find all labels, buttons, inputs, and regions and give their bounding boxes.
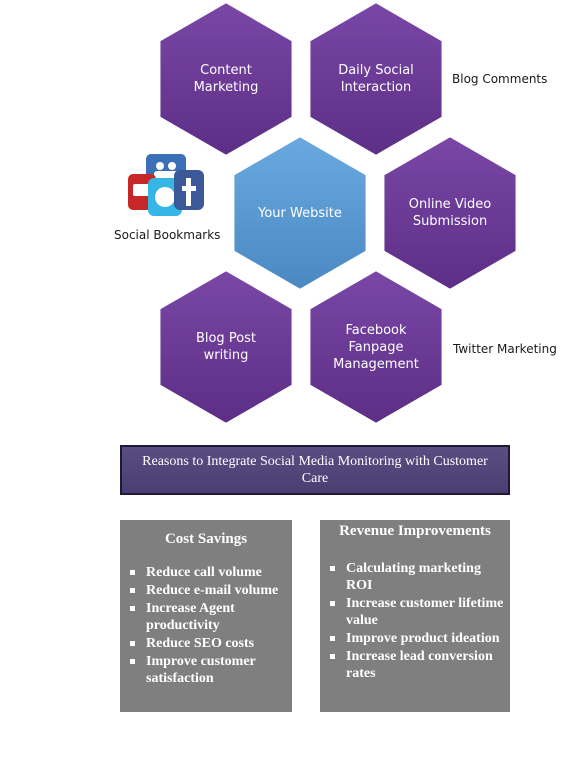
- revenue-improvements-list: Calculating marketing ROI Increase custo…: [326, 560, 504, 682]
- list-item: Improve customer satisfaction: [126, 653, 286, 687]
- cost-savings-list: Reduce call volume Reduce e-mail volume …: [126, 564, 286, 687]
- list-item: Reduce SEO costs: [126, 635, 286, 652]
- hexagon-your-website: [230, 132, 370, 294]
- list-item: Increase customer lifetime value: [326, 595, 504, 629]
- hexagon-label-daily-social: Daily Social Interaction: [338, 63, 414, 95]
- hexagon-facebook-fanpage: [306, 266, 446, 428]
- social-bookmarks-label: Social Bookmarks: [114, 228, 221, 242]
- hexagon-content-marketing: [156, 0, 296, 160]
- hexagon-label-content-marketing: Content Marketing: [193, 63, 259, 95]
- hexagon-label-online-video: Online Video Submission: [408, 197, 492, 229]
- hexagon-blog-post: [156, 266, 296, 428]
- hexagon-online-video: [380, 132, 520, 294]
- list-item: Reduce call volume: [126, 564, 286, 581]
- list-item: Calculating marketing ROI: [326, 560, 504, 594]
- list-item: Reduce e-mail volume: [126, 582, 286, 599]
- list-item: Increase lead conversion rates: [326, 648, 504, 682]
- integration-banner: Reasons to Integrate Social Media Monito…: [120, 445, 510, 495]
- cost-savings-title: Cost Savings: [164, 531, 248, 547]
- revenue-improvements-title: Revenue Improvements: [339, 523, 491, 539]
- hexagon-daily-social: [306, 0, 446, 160]
- social-bookmarks-icon: [128, 154, 204, 216]
- hexagon-label-facebook-fanpage: Facebook Fanpage Management: [333, 322, 419, 372]
- hexagon-diagram: [156, 0, 520, 428]
- list-item: Increase Agent productivity: [126, 600, 286, 634]
- hexagon-label-your-website: Your Website: [258, 205, 342, 221]
- hexagon-label-blog-post: Blog Post writing: [195, 331, 257, 363]
- revenue-improvements-panel: Revenue Improvements Calculating marketi…: [320, 520, 510, 712]
- twitter-marketing-label: Twitter Marketing: [453, 342, 557, 356]
- blog-comments-label: Blog Comments: [452, 72, 548, 86]
- list-item: Improve product ideation: [326, 630, 504, 647]
- cost-savings-panel: Cost Savings Reduce call volume Reduce e…: [120, 520, 292, 712]
